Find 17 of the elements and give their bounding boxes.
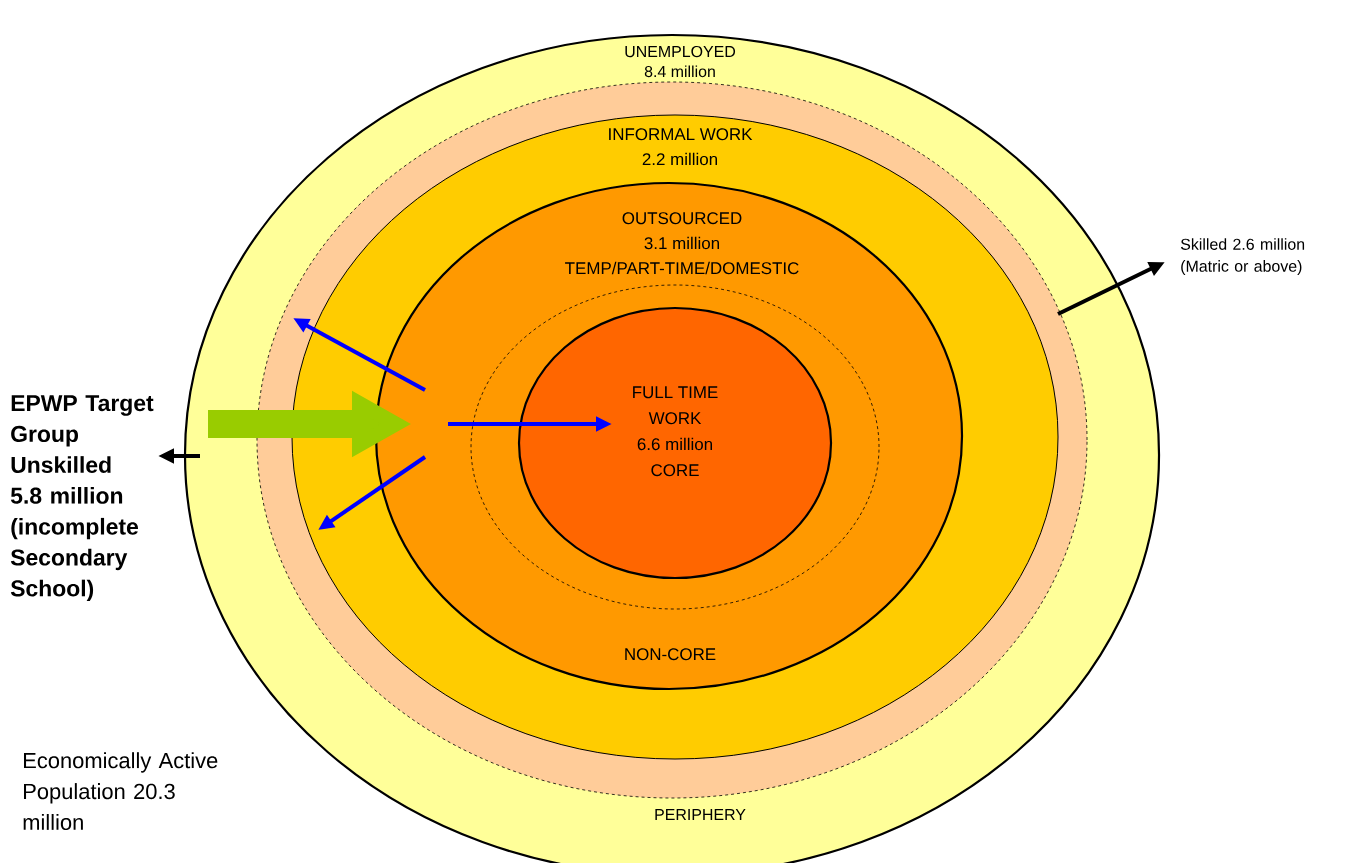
ring-label: TEMP/PART-TIME/DOMESTIC	[565, 261, 799, 275]
ring-label: 3.1 million	[644, 236, 719, 250]
ring-label: CORE	[651, 464, 699, 477]
ring-label: PERIPHERY	[655, 809, 746, 820]
ring-label: INFORMAL WORK	[609, 128, 753, 141]
ring-label: 8.4 million	[644, 65, 715, 78]
ring-label: 2.2 million	[642, 152, 717, 166]
callout-text: Skilled 2.6 million (Matric or above)	[1180, 238, 1305, 275]
callout-text: EPWP Target Group Unskilled 5.8 million (incomplete Secondary School)	[10, 395, 154, 602]
note-text: Economically Active Population 20.3 million	[23, 752, 218, 831]
ring-label: WORK	[648, 412, 702, 425]
core-oval	[517, 306, 833, 580]
ring-label: NON-CORE	[625, 648, 716, 661]
ring-label: FULL TIME	[633, 386, 718, 399]
ring-label: 6.6 million	[637, 437, 712, 451]
ring-label: UNEMPLOYED	[625, 45, 736, 58]
ring-label: OUTSOURCED	[622, 212, 742, 225]
